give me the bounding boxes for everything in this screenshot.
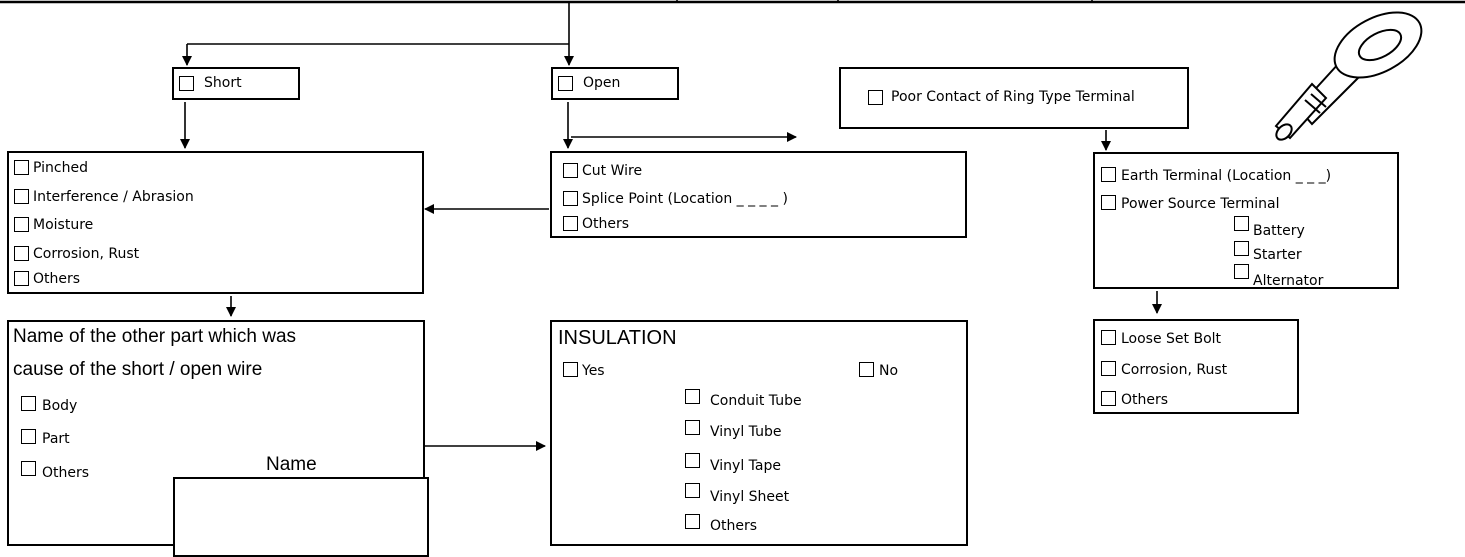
insulation-others-checkbox[interactable] (685, 514, 700, 529)
open-others-checkbox[interactable] (563, 216, 578, 231)
insulation-box: INSULATION Yes No Conduit Tube Vinyl Tub… (550, 320, 968, 546)
splice-point-checkbox[interactable] (563, 191, 578, 206)
conduit-tube-checkbox[interactable] (685, 389, 700, 404)
vinyl-tape-label: Vinyl Tape (710, 458, 781, 474)
short-causes-box: Pinched Interference / Abrasion Moisture… (7, 151, 424, 294)
starter-checkbox[interactable] (1234, 241, 1249, 256)
terminal-corrosion-checkbox[interactable] (1101, 361, 1116, 376)
name-label: Name (266, 454, 317, 476)
other-part-box: Name of the other part which was cause o… (7, 320, 425, 546)
open-checkbox[interactable] (558, 76, 573, 91)
loose-bolt-checkbox[interactable] (1101, 330, 1116, 345)
body-checkbox[interactable] (21, 396, 36, 411)
power-source-checkbox[interactable] (1101, 195, 1116, 210)
open-label: Open (583, 75, 620, 91)
ring-terminal-label: Poor Contact of Ring Type Terminal (891, 89, 1135, 105)
cut-wire-label: Cut Wire (582, 163, 642, 179)
open-box: Open (551, 67, 679, 100)
open-others-label: Others (582, 216, 629, 232)
battery-label: Battery (1253, 223, 1305, 239)
short-others-checkbox[interactable] (14, 271, 29, 286)
alternator-label: Alternator (1253, 273, 1323, 289)
loose-bolt-label: Loose Set Bolt (1121, 331, 1221, 347)
terminal-others-checkbox[interactable] (1101, 391, 1116, 406)
moisture-checkbox[interactable] (14, 217, 29, 232)
moisture-label: Moisture (33, 217, 93, 233)
terminal-box: Earth Terminal (Location _ _ _) Power So… (1093, 152, 1399, 289)
corrosion-label: Corrosion, Rust (33, 246, 139, 262)
earth-terminal-checkbox[interactable] (1101, 167, 1116, 182)
terminal-corrosion-label: Corrosion, Rust (1121, 362, 1227, 378)
short-box: Short (172, 67, 300, 100)
vinyl-sheet-checkbox[interactable] (685, 483, 700, 498)
short-others-label: Others (33, 271, 80, 287)
ring-terminal-icon (1273, 0, 1432, 143)
other-part-title-line1: Name of the other part which was (13, 326, 296, 348)
short-checkbox[interactable] (179, 76, 194, 91)
alternator-checkbox[interactable] (1234, 264, 1249, 279)
short-label: Short (204, 75, 242, 91)
pinched-checkbox[interactable] (14, 160, 29, 175)
pinched-label: Pinched (33, 160, 88, 176)
ring-terminal-checkbox[interactable] (868, 90, 883, 105)
insulation-no-checkbox[interactable] (859, 362, 874, 377)
splice-point-label: Splice Point (Location _ _ _ _ ) (582, 191, 788, 207)
insulation-others-label: Others (710, 518, 757, 534)
vinyl-tube-checkbox[interactable] (685, 420, 700, 435)
insulation-title: INSULATION (558, 327, 677, 349)
interference-checkbox[interactable] (14, 189, 29, 204)
conduit-tube-label: Conduit Tube (710, 393, 802, 409)
vinyl-tape-checkbox[interactable] (685, 453, 700, 468)
other-part-title-line2: cause of the short / open wire (13, 359, 262, 381)
interference-label: Interference / Abrasion (33, 189, 194, 205)
part-label: Part (42, 431, 70, 447)
power-source-label: Power Source Terminal (1121, 196, 1279, 212)
corrosion-checkbox[interactable] (14, 246, 29, 261)
open-causes-box: Cut Wire Splice Point (Location _ _ _ _ … (550, 151, 967, 238)
insulation-yes-label: Yes (582, 363, 605, 379)
cut-wire-checkbox[interactable] (563, 163, 578, 178)
name-input-field[interactable] (173, 477, 429, 557)
insulation-yes-checkbox[interactable] (563, 362, 578, 377)
vinyl-sheet-label: Vinyl Sheet (710, 489, 789, 505)
starter-label: Starter (1253, 247, 1302, 263)
battery-checkbox[interactable] (1234, 216, 1249, 231)
body-label: Body (42, 398, 77, 414)
terminal-others-label: Others (1121, 392, 1168, 408)
part-others-label: Others (42, 465, 89, 481)
earth-terminal-label: Earth Terminal (Location _ _ _) (1121, 168, 1331, 184)
vinyl-tube-label: Vinyl Tube (710, 424, 781, 440)
terminal-causes-box: Loose Set Bolt Corrosion, Rust Others (1093, 319, 1299, 414)
part-checkbox[interactable] (21, 429, 36, 444)
part-others-checkbox[interactable] (21, 461, 36, 476)
insulation-no-label: No (879, 363, 898, 379)
ring-terminal-box: Poor Contact of Ring Type Terminal (839, 67, 1189, 129)
